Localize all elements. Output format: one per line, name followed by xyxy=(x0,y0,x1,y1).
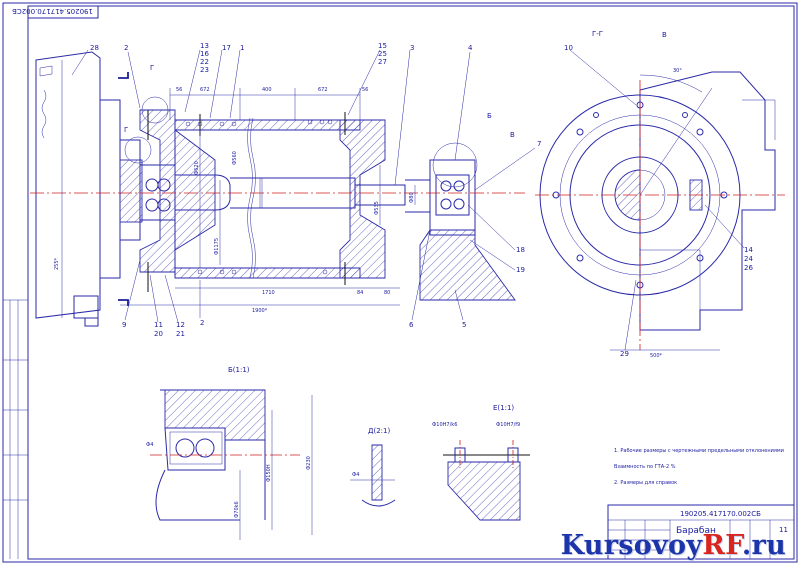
note-3: 2. Размеры для справок xyxy=(614,480,677,486)
detail-e-circle xyxy=(141,96,169,124)
title-block-code: 190205.417170.002СБ xyxy=(680,510,761,518)
watermark-logo: KursovoyRF.ru xyxy=(561,530,786,561)
dim-84: 84 xyxy=(357,290,363,296)
dim-f620: Ф620 xyxy=(194,161,200,175)
watermark-tld: .ru xyxy=(741,530,786,561)
title-block-sheet: 11 xyxy=(779,526,788,534)
callout-5: 5 xyxy=(462,321,466,329)
callout-13: 13 xyxy=(200,42,209,50)
callout-19: 19 xyxy=(516,266,525,274)
detail-b-view: Б(1:1) Ф230 Ф150H Ф70k6 Ф4 xyxy=(146,366,313,540)
callout-12: 12 xyxy=(176,321,185,329)
callout-9: 9 xyxy=(122,321,126,329)
callout-2-top: 2 xyxy=(124,44,128,52)
dim-1710: 1710 xyxy=(262,290,275,296)
callout-18: 18 xyxy=(516,246,525,254)
detail-d-title: Д(2:1) xyxy=(368,427,390,435)
callout-10: 10 xyxy=(564,44,573,52)
dim-f1175: Ф1175 xyxy=(214,238,220,255)
callout-28: 28 xyxy=(90,44,99,52)
detail-d-view: Д(2:1) Ф4 xyxy=(350,427,396,507)
detail-d-dim-f4: Ф4 xyxy=(352,472,360,478)
callout-23: 23 xyxy=(200,66,209,74)
title-block-name: Барабан xyxy=(676,526,716,536)
technical-notes: 1. Рабочие размеры с чертежными предельн… xyxy=(614,448,784,486)
callout-16: 16 xyxy=(200,50,209,58)
view-letter-v: В xyxy=(662,31,667,39)
detail-b-title: Б(1:1) xyxy=(228,366,250,374)
dim-400: 400 xyxy=(262,87,272,93)
dim-500: 500* xyxy=(650,353,663,359)
callout-e-letter: Г xyxy=(150,64,154,72)
callout-14: 14 xyxy=(744,246,753,254)
section-g-g-view: 10 Г-Г В 14 24 26 29 500* 30° xyxy=(535,30,785,359)
callout-2-bottom: 2 xyxy=(200,319,204,327)
detail-b-dim-f150: Ф150H xyxy=(266,464,272,482)
note-1: 1. Рабочие размеры с чертежными предельн… xyxy=(614,448,784,454)
detail-e-dim-right: Ф10H7/f9 xyxy=(496,422,520,428)
callout-25: 25 xyxy=(378,50,387,58)
dim-30-deg: 30° xyxy=(673,68,682,74)
dimension-lines xyxy=(61,60,416,318)
detail-e-title: Е(1:1) xyxy=(493,404,514,412)
top-code-box: 190205.417170.002СБ xyxy=(12,5,99,19)
dim-f80: Ф80 xyxy=(409,192,415,203)
callout-21: 21 xyxy=(176,330,185,338)
callout-22: 22 xyxy=(200,58,209,66)
callout-15: 15 xyxy=(378,42,387,50)
callout-7: 7 xyxy=(537,140,541,148)
callout-29: 29 xyxy=(620,350,629,358)
callout-1: 1 xyxy=(240,44,244,52)
callout-3: 3 xyxy=(410,44,414,52)
detail-b-dim-f4: Ф4 xyxy=(146,442,154,448)
callout-26: 26 xyxy=(744,264,753,272)
inner-frame xyxy=(27,5,795,560)
dim-56-left: 56 xyxy=(176,87,182,93)
callout-17: 17 xyxy=(222,44,231,52)
callout-11: 11 xyxy=(154,321,163,329)
dim-56-right: 56 xyxy=(362,87,368,93)
watermark-brand: Kursovoy xyxy=(560,530,703,561)
callout-v-letter: В xyxy=(510,131,515,139)
detail-b-circle xyxy=(432,142,478,188)
callout-24: 24 xyxy=(744,255,753,263)
detail-b-dim-f230: Ф230 xyxy=(306,456,312,470)
leader-lines xyxy=(71,49,536,323)
reducer-body xyxy=(35,51,101,319)
callout-20: 20 xyxy=(154,330,163,338)
dim-255: 255* xyxy=(54,257,60,270)
callout-6: 6 xyxy=(409,321,414,329)
top-code-text: 190205.417170.002СБ xyxy=(12,7,93,15)
detail-e-dim-left: Ф10H7/k6 xyxy=(432,422,457,428)
callout-d-letter: Г xyxy=(124,126,128,134)
title-block: 190205.417170.002СБ Барабан 11 xyxy=(607,504,795,560)
callout-4: 4 xyxy=(468,44,473,52)
dim-f535: Ф535 xyxy=(374,201,380,215)
dim-f560: Ф560 xyxy=(232,151,238,165)
dim-672-left: 672 xyxy=(200,87,210,93)
detail-e-view: Е(1:1) Ф10H7/k6 Ф10H7/f9 xyxy=(432,404,530,521)
note-2: Взаимность по ГТА-2 % xyxy=(614,464,676,470)
section-title-g-g: Г-Г xyxy=(592,30,603,38)
callout-27: 27 xyxy=(378,58,387,66)
main-section-view: 28 2 13 16 22 23 17 1 15 25 27 3 4 Б В 7… xyxy=(30,42,541,338)
dim-1900: 1900* xyxy=(252,308,268,314)
left-side-strip xyxy=(3,299,28,559)
dim-80: 80 xyxy=(384,290,390,296)
watermark-suffix: RF xyxy=(702,530,742,561)
callout-b-letter: Б xyxy=(487,112,492,120)
dim-672-right: 672 xyxy=(318,87,328,93)
detail-d-circle xyxy=(124,136,152,164)
detail-b-dim-f70: Ф70k6 xyxy=(234,501,240,518)
